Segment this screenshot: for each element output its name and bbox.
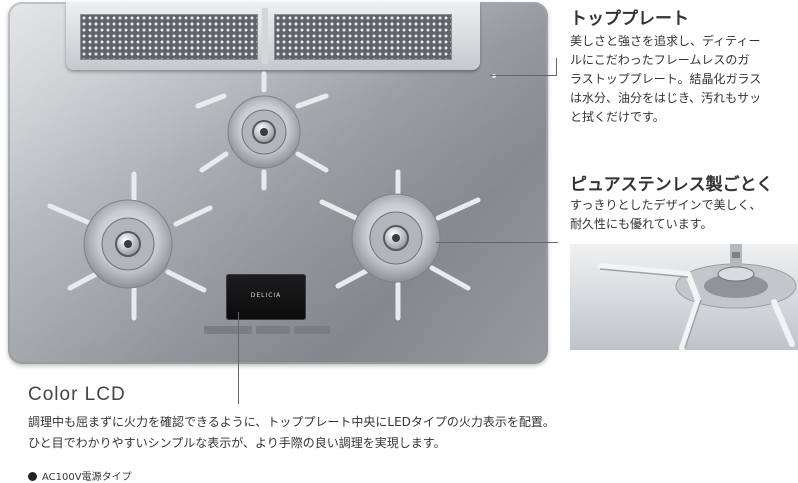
burners-svg bbox=[47, 71, 496, 321]
leader-line-lcd bbox=[238, 312, 239, 404]
cooktop-image: DELICIA bbox=[8, 2, 548, 364]
gotoku-photo-svg bbox=[597, 244, 797, 350]
leader-line-top-plate-v bbox=[556, 58, 557, 76]
gotoku-heading: ピュアステンレス製ごとく bbox=[570, 175, 774, 195]
lcd-line: ひと目でわかりやすいシンプルな表示が、より手際の良い調理を実現します。 bbox=[28, 436, 446, 450]
power-type-note: AC100V電源タイプ bbox=[28, 468, 132, 483]
lcd-line: 調理中も屈まずに火力を確認できるように、トッププレート中央にLEDタイプの火力表… bbox=[28, 415, 555, 429]
leader-line-gotoku bbox=[436, 242, 558, 243]
top-plate-line: ラストッププレート。結晶化ガラス bbox=[570, 72, 762, 86]
gotoku-photo bbox=[570, 244, 798, 350]
burner-right bbox=[319, 169, 481, 321]
control-pad-center bbox=[256, 326, 290, 334]
exhaust-vent bbox=[66, 2, 480, 70]
vent-grille-left bbox=[80, 14, 258, 60]
top-plate-line: ルにこだわったフレームレスのガ bbox=[570, 53, 750, 67]
vent-grille-right bbox=[274, 14, 452, 60]
top-plate-line: は水分、油分をはじき、汚れもサッ bbox=[570, 91, 762, 105]
bullet-icon bbox=[28, 472, 37, 481]
lcd-heading: Color LCD bbox=[28, 384, 126, 405]
vent-divider bbox=[262, 8, 268, 64]
control-pad-left bbox=[204, 326, 252, 334]
control-pad-right bbox=[294, 326, 330, 334]
burner-left bbox=[47, 171, 213, 321]
gotoku-line: すっきりとしたデザインで美しく、 bbox=[570, 198, 762, 212]
top-plate-description: 美しさと強さを追求し、ディティー ルにこだわったフレームレスのガ ラストッププレ… bbox=[570, 32, 798, 127]
leader-line-top-plate-h bbox=[490, 75, 556, 76]
burner-back bbox=[195, 71, 329, 191]
gotoku-description: すっきりとしたデザインで美しく、 耐久性にも優れています。 bbox=[570, 196, 798, 234]
top-plate-heading: トッププレート bbox=[570, 9, 689, 29]
top-plate-line: と拭くだけです。 bbox=[570, 110, 665, 124]
gotoku-line: 耐久性にも優れています。 bbox=[570, 217, 713, 231]
power-type-label: AC100V電源タイプ bbox=[42, 472, 132, 483]
lcd-display: DELICIA bbox=[226, 274, 306, 320]
lcd-brand-label: DELICIA bbox=[250, 292, 282, 299]
top-plate-line: 美しさと強さを追求し、ディティー bbox=[570, 34, 761, 48]
lcd-description: 調理中も屈まずに火力を確認できるように、トッププレート中央にLEDタイプの火力表… bbox=[28, 412, 788, 454]
